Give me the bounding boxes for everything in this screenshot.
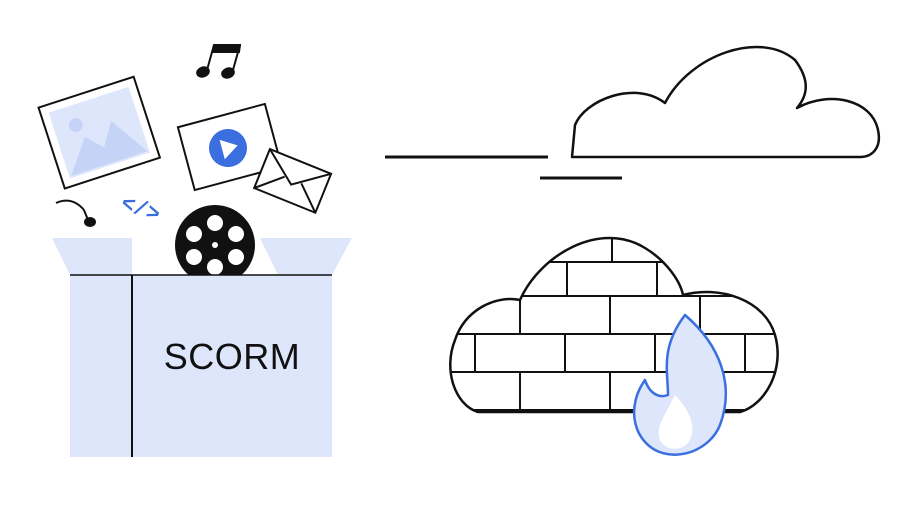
cloud-icon	[570, 45, 881, 159]
image-icon	[37, 75, 162, 190]
scorm-box	[70, 274, 332, 457]
box-label: SCORM	[163, 336, 301, 377]
code-icon: </>	[117, 191, 163, 228]
firewall-icon	[449, 236, 779, 414]
film-reel-icon	[175, 205, 255, 285]
mail-icon	[252, 147, 333, 215]
flame-icon	[632, 313, 728, 456]
horizon-lines	[385, 155, 622, 180]
box-flaps	[52, 238, 352, 275]
music-note-icon	[196, 44, 242, 79]
video-play-icon	[176, 102, 283, 192]
music-note-icon	[55, 199, 96, 227]
